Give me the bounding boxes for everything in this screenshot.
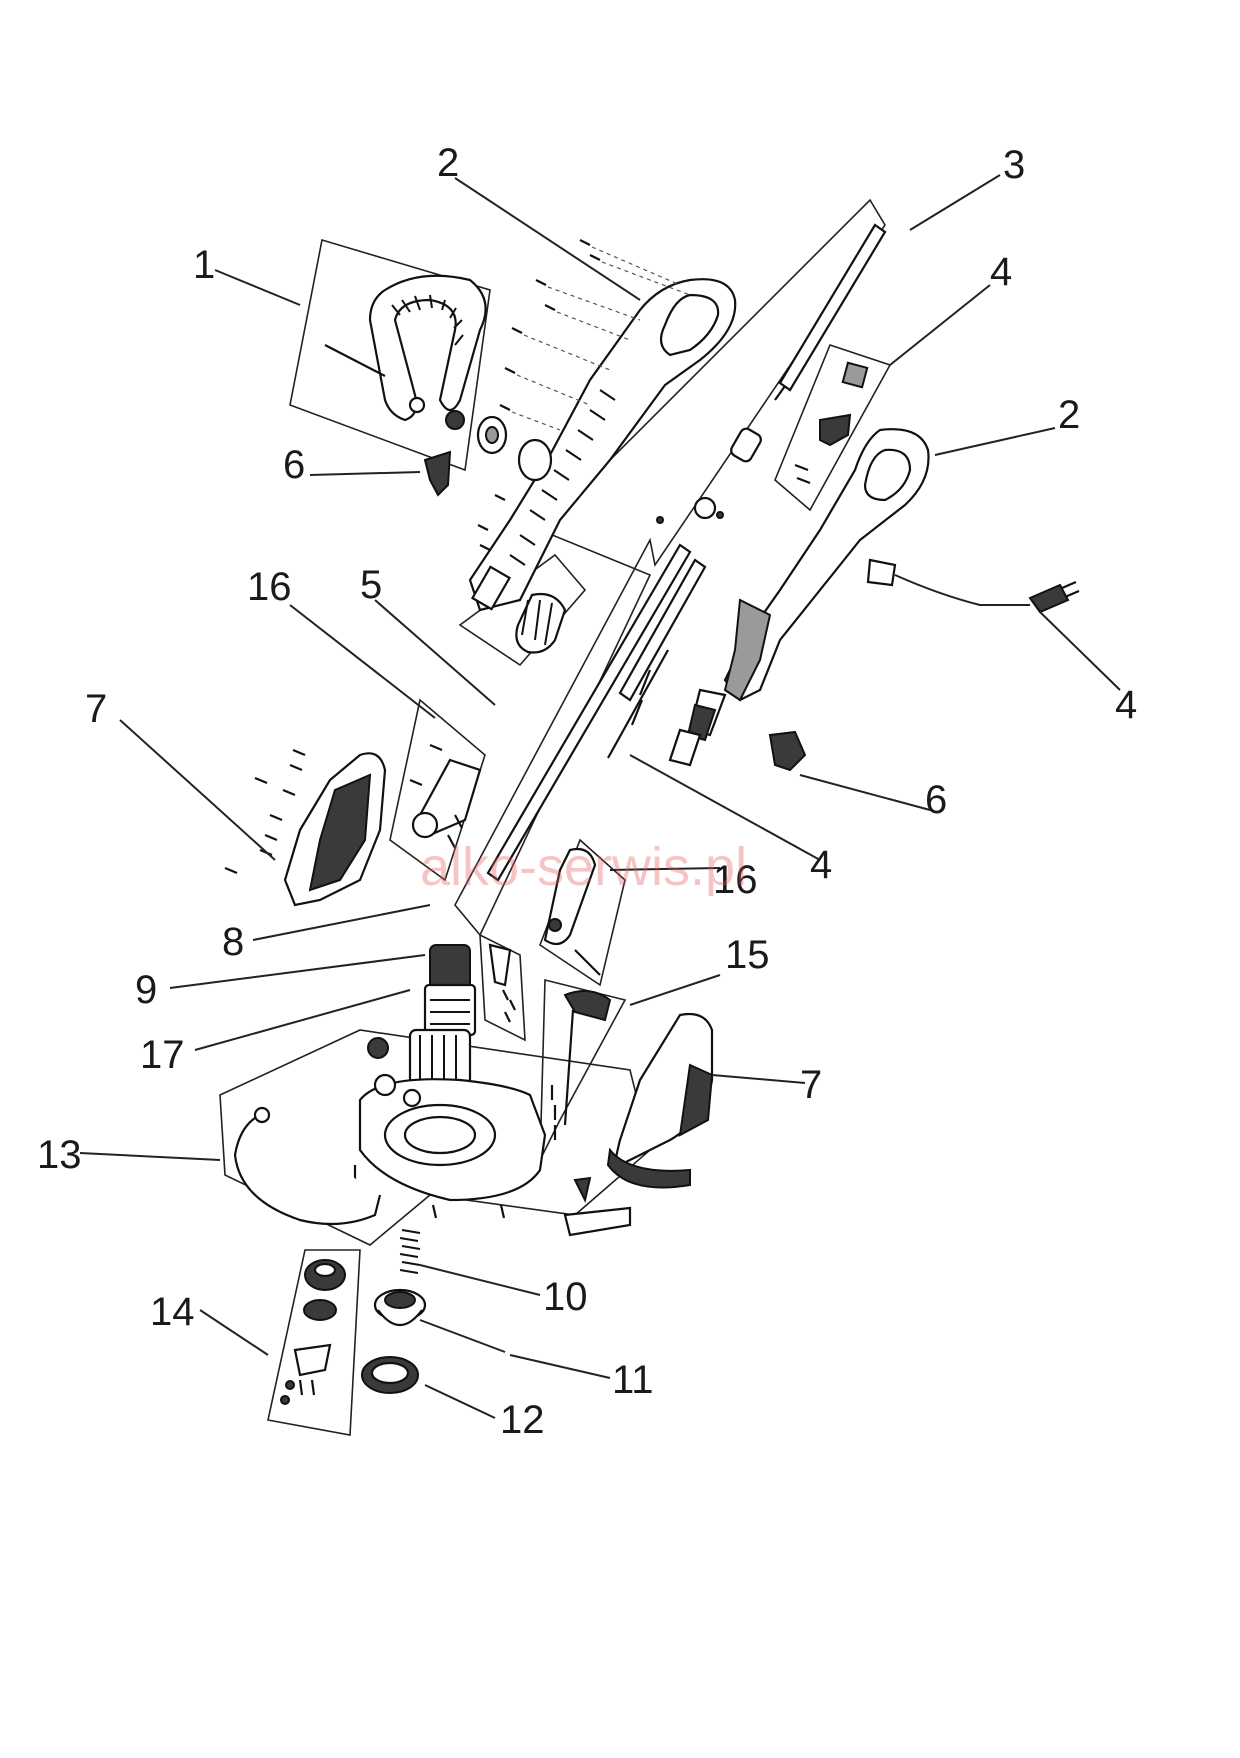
callout-17: 17: [140, 1033, 185, 1077]
callout-labels: 1 2 2 3 4 4 4 5 6 6 7 7 8 9 10 11 12 13 …: [37, 141, 1137, 1442]
callout-8: 8: [222, 920, 244, 964]
part-6-clip-left: [423, 450, 452, 497]
part-16-lever-left: [409, 743, 482, 849]
part-4-rod: [607, 649, 669, 759]
callout-2-left: 2: [437, 141, 459, 185]
part-8-bracket: [488, 943, 516, 1023]
callout-5: 5: [360, 563, 382, 607]
callout-1: 1: [193, 243, 215, 287]
part-16-lever-right: [543, 847, 601, 976]
part-10-spring: [399, 1229, 421, 1274]
screws-part-2: [477, 239, 691, 551]
part-5-knob: [515, 592, 567, 654]
callout-7-right: 7: [800, 1063, 822, 1107]
part-2-handle-front-right: [668, 428, 930, 767]
callout-7-left: 7: [85, 687, 107, 731]
group-box-1: [289, 238, 491, 472]
callout-16-right: 16: [713, 858, 758, 902]
group-13-clips: [431, 1176, 632, 1237]
callout-4-switch: 4: [990, 250, 1012, 294]
callout-11: 11: [612, 1358, 654, 1402]
part-17-armature: [408, 1028, 472, 1087]
part-9-motor: [423, 944, 477, 1037]
callout-4-cord: 4: [1115, 683, 1137, 727]
part-13-wire-guard: [233, 1106, 382, 1226]
part-1-rear-handle: [324, 274, 508, 455]
watermark-text: alko-serwis.pl: [420, 837, 747, 897]
part-6-clip-right: [768, 730, 807, 772]
callout-6-right: 6: [925, 778, 947, 822]
guard-housing: [353, 1037, 547, 1215]
callout-10: 10: [543, 1275, 588, 1319]
group-box-14: [267, 1249, 361, 1436]
part-4-power-cord: [866, 558, 1080, 614]
callout-3: 3: [1003, 143, 1025, 187]
part-3-tube: [486, 223, 887, 882]
group-box-4-switch: [774, 344, 892, 512]
callout-16-left: 16: [247, 565, 292, 609]
part-11-spool: [373, 1288, 506, 1353]
part-7-motor-housing-left: [224, 748, 387, 907]
part-2-handle-shell-left: [468, 278, 737, 612]
part-15-lever: [550, 990, 612, 1140]
callout-15: 15: [725, 933, 770, 977]
leader-lines: [79, 174, 1121, 1419]
callout-12: 12: [500, 1398, 545, 1442]
part-7-motor-cover-right: [606, 1012, 714, 1189]
part-14-gear-and-plate: [280, 1259, 346, 1405]
part-12-spool-cap: [361, 1356, 419, 1394]
callout-13: 13: [37, 1133, 82, 1177]
callout-14: 14: [150, 1290, 195, 1334]
group-box-16-left: [389, 698, 486, 882]
callout-6-left: 6: [283, 443, 305, 487]
callout-2-right: 2: [1058, 393, 1080, 437]
callout-4-rod: 4: [810, 843, 832, 887]
part-4-switch-parts: [794, 361, 869, 485]
callout-9: 9: [135, 968, 157, 1012]
